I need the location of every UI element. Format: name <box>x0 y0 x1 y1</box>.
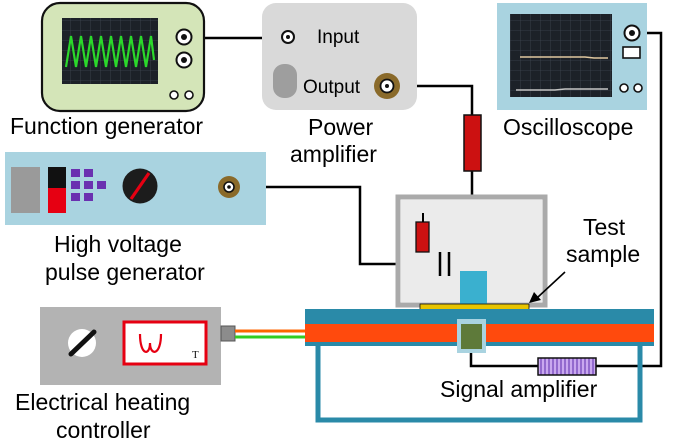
function-generator <box>40 1 206 113</box>
oscilloscope <box>497 3 647 110</box>
acoustic-sensor <box>461 324 482 349</box>
wire-oscilloscope-to-signal-amplifier <box>596 31 663 368</box>
power-amplifier-output-label: Output <box>303 77 361 98</box>
oscilloscope-trace-lower <box>516 88 608 91</box>
chamber-resistor <box>415 221 430 253</box>
wire-sensor-to-signal-amplifier <box>469 352 538 368</box>
pulse-generator-panel <box>11 167 40 213</box>
signal-amplifier-label: Signal amplifier <box>440 376 598 402</box>
test-sample-label-line1: Test <box>583 214 626 240</box>
heating-controller: T <box>40 307 236 385</box>
power-amplifier-label-line2: amplifier <box>290 141 377 167</box>
stage-frame <box>315 346 643 423</box>
function-generator-label: Function generator <box>10 113 203 139</box>
heating-controller-label-line1: Electrical heating <box>15 389 190 415</box>
series-resistor <box>463 114 482 172</box>
oscilloscope-knob-2[interactable] <box>633 83 643 93</box>
power-amplifier-label-line1: Power <box>308 114 374 140</box>
function-generator-knob-2[interactable] <box>184 90 194 100</box>
heating-wires <box>235 329 305 339</box>
heating-controller-knob[interactable] <box>68 329 97 357</box>
heater-coil-icon <box>138 333 163 353</box>
oscilloscope-knob-1[interactable] <box>619 83 629 93</box>
oscilloscope-label: Oscilloscope <box>503 114 633 140</box>
test-chamber <box>395 194 548 311</box>
test-sample-label-line2: sample <box>566 241 640 267</box>
pulse-generator-buttons[interactable] <box>71 169 106 201</box>
power-amplifier-switch[interactable] <box>273 64 297 98</box>
temperature-indicator: T <box>192 349 199 361</box>
power-amplifier-input-label: Input <box>317 27 360 48</box>
coupling-capacitor <box>438 252 451 276</box>
heating-controller-display <box>122 320 208 366</box>
heating-controller-label-line2: controller <box>56 417 151 443</box>
signal-amplifier <box>537 357 597 376</box>
heating-controller-connector <box>220 325 236 342</box>
function-generator-waveform <box>64 35 156 68</box>
oscilloscope-trace-upper <box>520 56 608 59</box>
test-sample-pointer-arrow <box>537 271 566 298</box>
probe-electrode <box>460 271 487 304</box>
oscilloscope-button[interactable] <box>622 46 641 59</box>
pulse-generator-label-line2: pulse generator <box>45 259 205 285</box>
power-amplifier: Input Output <box>262 3 417 110</box>
pulse-generator-voltage-knob[interactable] <box>122 168 158 204</box>
function-generator-knob-1[interactable] <box>169 90 179 100</box>
heating-stage <box>305 309 654 423</box>
pulse-generator-indicator-bottom <box>48 188 66 213</box>
pulse-generator-label-line1: High voltage <box>54 231 182 257</box>
stage-top <box>305 309 654 324</box>
pulse-generator-indicator-top <box>48 167 66 188</box>
pulse-generator <box>5 152 266 225</box>
